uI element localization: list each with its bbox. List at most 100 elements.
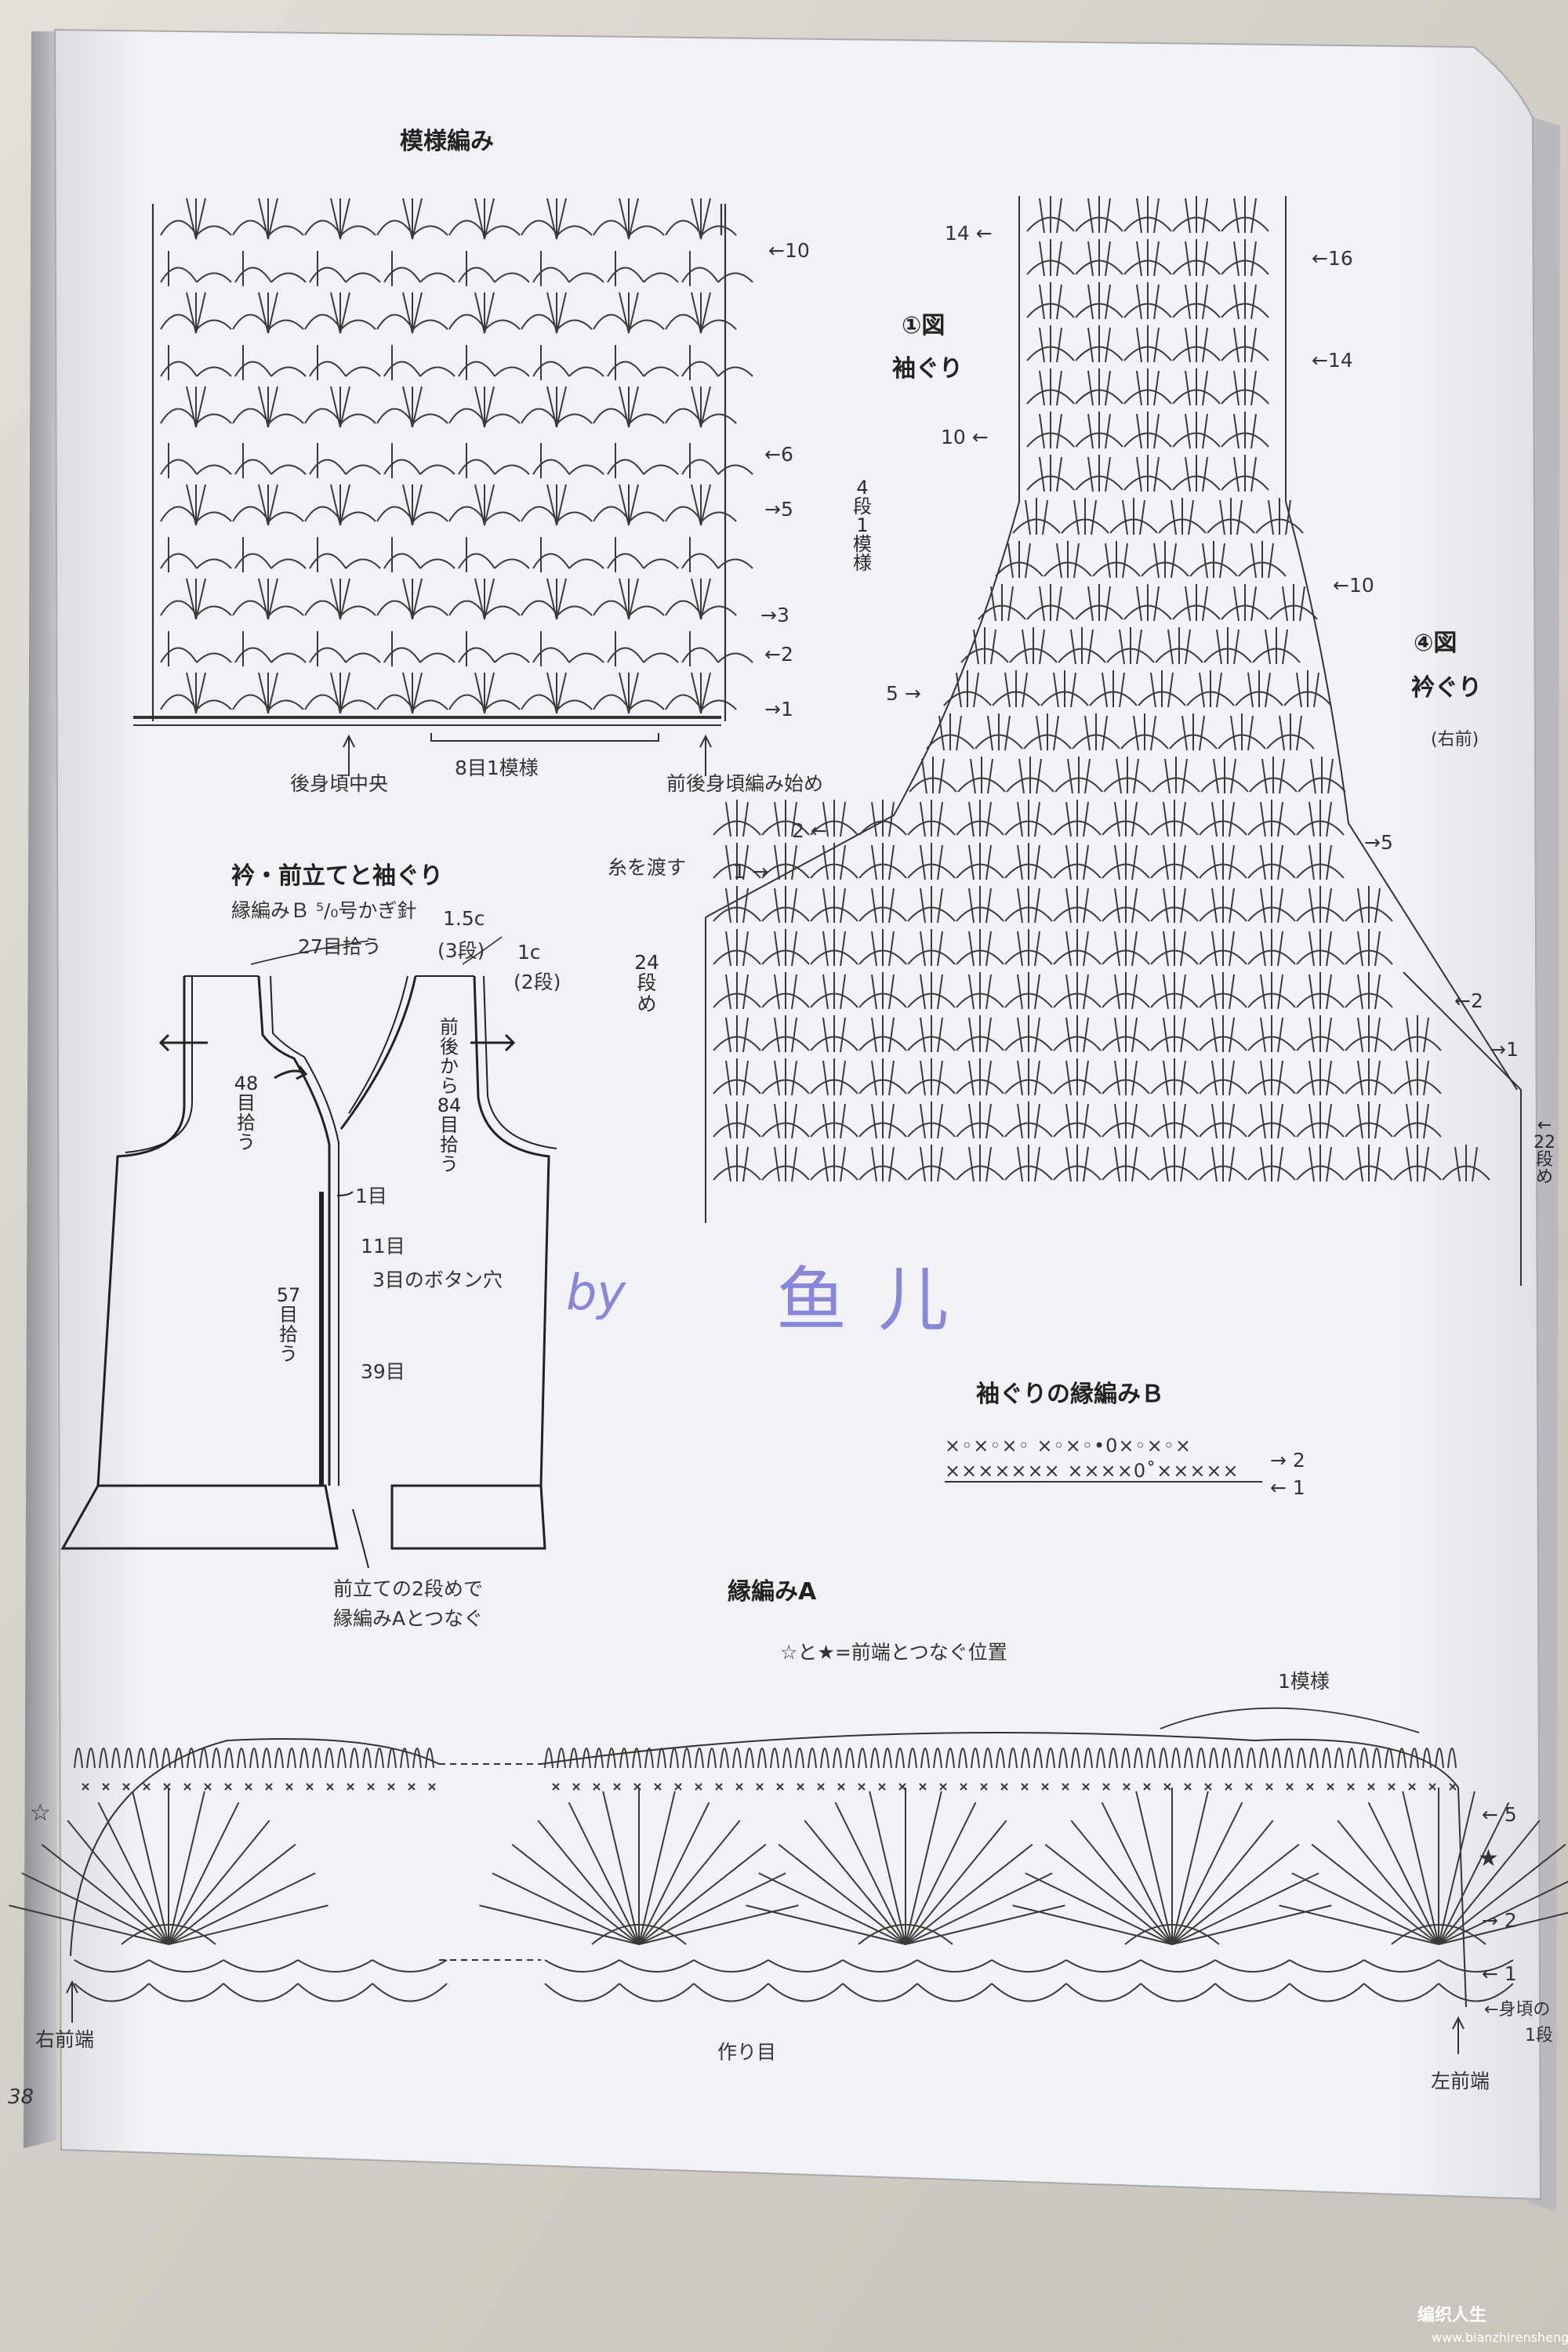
ps-repeat-char: 4 — [856, 477, 869, 499]
p57-char: 目 — [279, 1303, 298, 1326]
ps-row-10: ←10 — [768, 239, 810, 262]
pick-57: 57 目 拾 う — [272, 1286, 305, 1364]
f1-row-5r: →5 — [1364, 831, 1393, 854]
front-back-pick-84: 前 後 か ら 84 目 拾 う — [433, 1018, 466, 1174]
armhole-edging-row1: ××××××× ××××0˚××××× — [945, 1460, 1240, 1482]
body-row-1: ←身頃の — [1484, 2000, 1551, 2020]
buttonhole: 3目のボタン穴 — [372, 1269, 503, 1291]
p57-char: う — [279, 1342, 298, 1365]
body-row-2: 1段 — [1525, 2026, 1553, 2045]
f1-row-24: 24 段 め — [631, 951, 662, 1015]
pattern-stitch-rows — [160, 198, 753, 714]
f4-row-22: ← 22 段 め — [1533, 1117, 1556, 1186]
f4-22-char: 22 — [1534, 1133, 1555, 1152]
figure4-name: 衿ぐり — [1411, 674, 1482, 702]
rows-2: (2段) — [514, 971, 561, 993]
width-1-5: 1.5c — [443, 907, 485, 930]
pick-48: 48 目 拾 う — [230, 1074, 263, 1152]
collar-subtitle: 縁編みＢ ⁵/₀号かぎ針 — [231, 899, 417, 922]
f1-24-char: 段 — [637, 971, 657, 995]
ps-repeat-char: 様 — [853, 552, 872, 574]
armhole-row-2: → 2 — [1270, 1449, 1305, 1472]
ps-row-6: ←6 — [764, 443, 793, 466]
signature-name: 鱼儿 — [776, 1259, 980, 1341]
left-front-edge: 左前端 — [1431, 2070, 1490, 2092]
ps-start: 前後身頃編み始め — [666, 772, 824, 795]
pattern-stitch-chart — [133, 204, 727, 726]
right-front-edge: 右前端 — [35, 2028, 95, 2051]
f1-row-16: ←16 — [1312, 247, 1353, 270]
collar-title: 衿・前立てと袖ぐり — [231, 862, 443, 890]
ps-repeat-char: 1 — [856, 514, 869, 536]
site-logo: 编织人生 — [1417, 2306, 1487, 2325]
f1-24-char: 24 — [634, 951, 659, 974]
figure4-chart — [1403, 971, 1522, 1286]
ps-row-3: →3 — [760, 604, 789, 626]
width-1: 1c — [517, 941, 541, 964]
fb-char: ら — [440, 1074, 459, 1097]
p48-char: 48 — [234, 1073, 259, 1094]
rows-3: (3段) — [437, 939, 485, 962]
p48-char: 目 — [237, 1091, 256, 1114]
ps-row-2: ←2 — [764, 643, 793, 666]
edging-a-title: 縁編みA — [728, 1578, 817, 1606]
site-url: www.bianzhirensheng.com — [1432, 2330, 1568, 2345]
f1-row-5: 5 → — [886, 682, 921, 705]
pattern-stitch-title: 模様編み — [400, 128, 494, 155]
f4-row-1: →1 — [1490, 1038, 1519, 1061]
ea-row-5: ← 5 — [1482, 1803, 1517, 1826]
one-repeat: 1模様 — [1278, 1670, 1330, 1693]
fb-char: 前 — [440, 1016, 459, 1038]
f1-row-10: 10 ← — [941, 426, 989, 448]
p57-char: 57 — [276, 1284, 301, 1306]
join-note-2: 縁編みAとつなぐ — [333, 1607, 484, 1630]
fb-char: 84 — [437, 1094, 462, 1116]
page-number: 38 — [8, 2085, 34, 2109]
ps-repeat-note: 4 段 1 模 様 — [851, 478, 874, 572]
f1-row-10r: ←10 — [1333, 574, 1374, 597]
f1-row-14r: ←14 — [1312, 349, 1353, 372]
armhole-edging-row2: ×◦×◦×◦ ×◦×◦•0×◦×◦× — [945, 1435, 1192, 1457]
signature-by: by — [566, 1264, 626, 1321]
edging-a-chart — [70, 1707, 1467, 2008]
ps-repeat-char: 模 — [853, 533, 872, 555]
pick-27: 27目拾う — [298, 935, 382, 958]
f4-row-2: ←2 — [1454, 989, 1483, 1012]
fb-char: か — [440, 1054, 459, 1077]
f4-22-char: 段 — [1535, 1150, 1553, 1170]
foundation-chain: 作り目 — [717, 2041, 777, 2063]
join-note-1: 前立ての2段めで — [333, 1577, 483, 1600]
figure1-name: 袖ぐり — [892, 355, 963, 383]
f1-row-14: 14 ← — [945, 222, 993, 245]
ps-repeat: 8目1模様 — [455, 757, 539, 779]
f1-row-1: 1 → — [733, 860, 768, 883]
p48-char: 拾 — [237, 1111, 256, 1134]
star-filled: ★ — [1478, 1845, 1499, 1872]
edging-a-rows — [9, 1748, 1568, 2002]
armhole-edging-title: 袖ぐりの縁編みＢ — [976, 1381, 1164, 1408]
fb-char: う — [440, 1152, 459, 1175]
ps-row-1: →1 — [764, 698, 793, 720]
p48-char: う — [237, 1131, 256, 1153]
f4-22-char: め — [1535, 1167, 1553, 1187]
f1-24-char: め — [637, 992, 657, 1015]
ea-row-2: → 2 — [1482, 1909, 1517, 1932]
fb-char: 拾 — [440, 1133, 459, 1156]
figure4-side: (右前) — [1431, 730, 1479, 750]
pass-yarn-label: 糸を渡す — [608, 856, 687, 879]
ps-row-5: →5 — [764, 498, 793, 521]
fb-char: 目 — [440, 1113, 459, 1136]
figure4-number: ④図 — [1414, 630, 1457, 657]
f4-22-char: ← — [1537, 1116, 1552, 1135]
star-open: ☆ — [30, 1799, 51, 1827]
edging-a-arrows — [66, 733, 1465, 2054]
ps-center-back: 後身頃中央 — [290, 772, 389, 795]
figure1-rows — [713, 196, 1490, 1182]
f1-row-2: 2 ← — [792, 819, 827, 842]
p57-char: 拾 — [279, 1323, 298, 1345]
ps-repeat-char: 段 — [853, 495, 872, 517]
stitch-1: 1目 — [355, 1185, 387, 1207]
vest-schematic — [60, 936, 557, 1569]
